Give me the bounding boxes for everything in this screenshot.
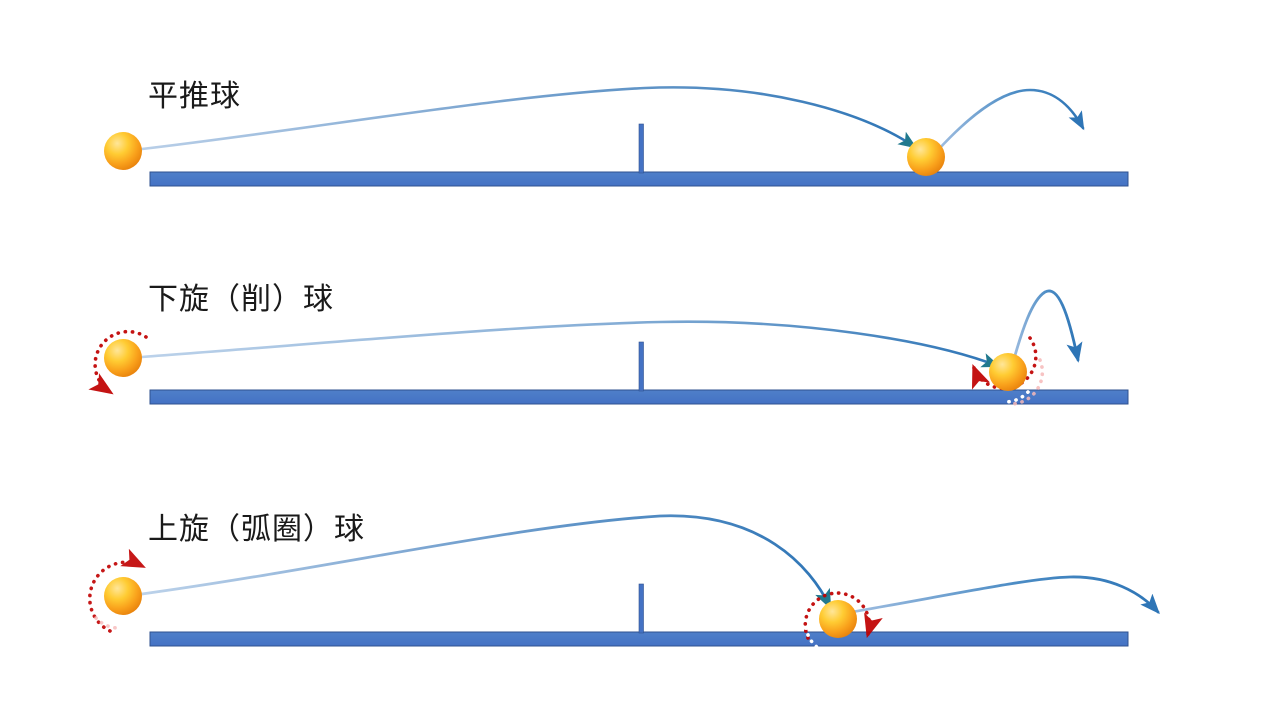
spin-indicator-topspin-bounce [803,591,883,650]
row-1-group [104,86,1129,187]
spin-arc-fade [1010,358,1045,406]
row-2-group [88,289,1129,406]
ping-pong-ball-icon [104,132,142,170]
incoming-trajectory-path [140,320,1001,368]
ping-pong-ball-icon [819,600,857,638]
spin-arc-white-on-table [1002,390,1030,404]
rebound-trajectory-path [1010,289,1083,368]
spin-arc-white-on-table [804,626,820,650]
table-surface-icon [149,631,1129,647]
net-icon [638,123,644,174]
ping-pong-ball-icon [104,577,142,615]
spin-arrow-icon [87,548,146,633]
spin-indicator-backspin-bounce [972,336,1045,406]
rebound-trajectory-path [850,575,1160,615]
table-surface-icon [149,389,1129,405]
spin-indicator-backspin-start [88,329,148,395]
spin-arrow-icon [972,336,1038,391]
ping-pong-ball-icon [989,353,1027,391]
incoming-trajectory-path [140,514,832,610]
spin-indicator-topspin-start [87,548,146,633]
row-label-topspin: 上旋（弧圈）球 [148,513,365,546]
table-surface-icon [149,171,1129,187]
row-3-group [87,514,1160,650]
ping-pong-ball-icon [104,339,142,377]
spin-arrow-icon [88,329,148,395]
row-label-flat-drive: 平推球 [148,80,241,113]
net-icon [638,583,644,634]
rebound-trajectory-path [936,88,1085,152]
incoming-trajectory-path [140,86,918,151]
spin-arc-fade [94,616,122,630]
row-label-backspin: 下旋（削）球 [148,283,334,316]
ping-pong-ball-icon [907,138,945,176]
net-icon [638,341,644,392]
